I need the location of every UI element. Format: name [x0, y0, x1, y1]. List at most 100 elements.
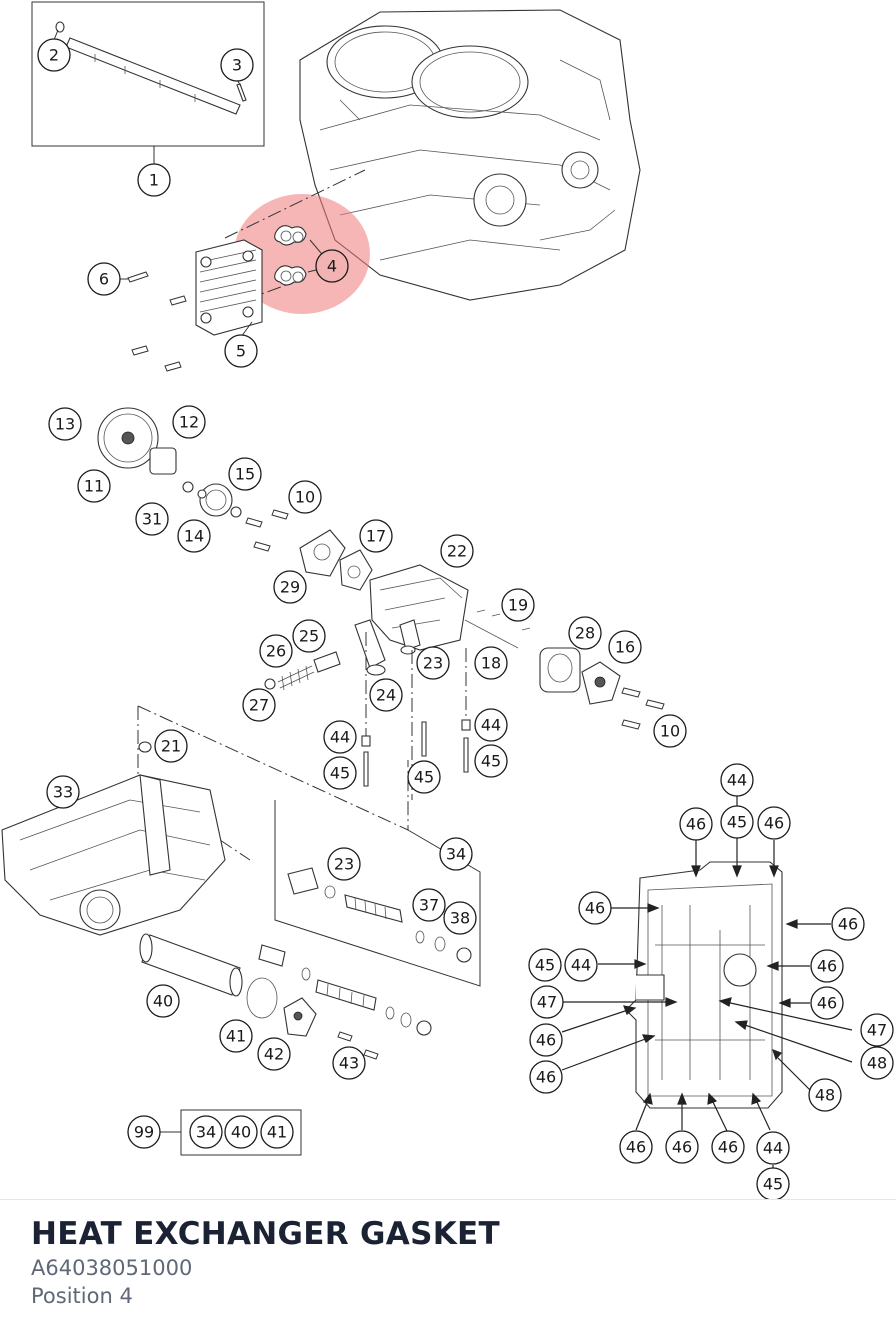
- callout-label: 40: [231, 1123, 251, 1142]
- callout-14[interactable]: 14: [177, 519, 211, 553]
- callout-47[interactable]: 47: [530, 985, 564, 1019]
- callout-label: 43: [339, 1054, 359, 1073]
- callout-label: 99: [134, 1123, 154, 1142]
- callout-45[interactable]: 45: [756, 1167, 790, 1200]
- footer-divider: [0, 1199, 896, 1200]
- callout-46[interactable]: 46: [757, 806, 791, 840]
- callout-22[interactable]: 22: [440, 534, 474, 568]
- callout-46[interactable]: 46: [810, 949, 844, 983]
- callout-44[interactable]: 44: [323, 720, 357, 754]
- callout-21[interactable]: 21: [154, 729, 188, 763]
- callout-25[interactable]: 25: [292, 619, 326, 653]
- callout-46[interactable]: 46: [711, 1130, 745, 1164]
- callout-label: 46: [817, 957, 837, 976]
- callout-46[interactable]: 46: [831, 907, 865, 941]
- callout-34[interactable]: 34: [439, 837, 473, 871]
- callout-label: 46: [817, 994, 837, 1013]
- callout-4-highlighted[interactable]: 4: [315, 249, 349, 283]
- callout-27[interactable]: 27: [242, 688, 276, 722]
- callout-label: 47: [537, 993, 557, 1012]
- callout-label: 42: [264, 1045, 284, 1064]
- callout-47[interactable]: 47: [860, 1013, 894, 1047]
- callout-3[interactable]: 3: [220, 48, 254, 82]
- callout-label: 41: [267, 1123, 287, 1142]
- callout-45[interactable]: 45: [323, 756, 357, 790]
- callout-18[interactable]: 18: [474, 646, 508, 680]
- callout-44[interactable]: 44: [720, 763, 754, 797]
- callout-99[interactable]: 99: [127, 1115, 161, 1149]
- callout-2[interactable]: 2: [37, 38, 71, 72]
- callout-label: 10: [295, 488, 315, 507]
- callout-label: 3: [232, 56, 242, 75]
- callout-44[interactable]: 44: [756, 1131, 790, 1165]
- callout-45[interactable]: 45: [528, 948, 562, 982]
- callout-label: 26: [266, 642, 286, 661]
- callout-label: 38: [450, 909, 470, 928]
- callout-42[interactable]: 42: [257, 1037, 291, 1071]
- callout-99-part-41[interactable]: 41: [260, 1115, 294, 1149]
- callout-label: 13: [55, 415, 75, 434]
- callout-23[interactable]: 23: [416, 646, 450, 680]
- callout-10[interactable]: 10: [288, 480, 322, 514]
- callout-6[interactable]: 6: [87, 262, 121, 296]
- callout-29[interactable]: 29: [273, 570, 307, 604]
- callout-45[interactable]: 45: [720, 805, 754, 839]
- callout-43[interactable]: 43: [332, 1046, 366, 1080]
- callout-label: 45: [535, 956, 555, 975]
- callout-10[interactable]: 10: [653, 714, 687, 748]
- callout-45[interactable]: 45: [474, 744, 508, 778]
- callout-99-part-34[interactable]: 34: [189, 1115, 223, 1149]
- callout-label: 46: [536, 1031, 556, 1050]
- callout-33[interactable]: 33: [46, 775, 80, 809]
- callout-46[interactable]: 46: [619, 1130, 653, 1164]
- callout-44[interactable]: 44: [564, 948, 598, 982]
- highlight-marker: [234, 194, 370, 314]
- callout-23[interactable]: 23: [327, 847, 361, 881]
- callout-label: 46: [585, 899, 605, 918]
- callout-44[interactable]: 44: [474, 708, 508, 742]
- callout-48[interactable]: 48: [860, 1046, 894, 1080]
- callout-17[interactable]: 17: [359, 519, 393, 553]
- callout-24[interactable]: 24: [369, 678, 403, 712]
- callout-label: 40: [153, 992, 173, 1011]
- callout-13[interactable]: 13: [48, 407, 82, 441]
- callout-label: 21: [161, 737, 181, 756]
- part-name: HEAT EXCHANGER GASKET: [31, 1216, 500, 1252]
- callout-label: 34: [446, 845, 466, 864]
- callout-46[interactable]: 46: [578, 891, 612, 925]
- callout-31[interactable]: 31: [135, 502, 169, 536]
- callout-label: 4: [327, 257, 337, 276]
- callout-label: 22: [447, 542, 467, 561]
- callout-label: 45: [481, 752, 501, 771]
- callout-37[interactable]: 37: [412, 888, 446, 922]
- callout-40[interactable]: 40: [146, 984, 180, 1018]
- callout-label: 23: [423, 654, 443, 673]
- callout-26[interactable]: 26: [259, 634, 293, 668]
- callout-5[interactable]: 5: [224, 334, 258, 368]
- callout-16[interactable]: 16: [608, 630, 642, 664]
- callout-46[interactable]: 46: [529, 1060, 563, 1094]
- callout-46[interactable]: 46: [529, 1023, 563, 1057]
- oil-tube-box: [31, 1, 265, 166]
- callout-28[interactable]: 28: [568, 616, 602, 650]
- callout-label: 15: [235, 465, 255, 484]
- callout-46[interactable]: 46: [665, 1130, 699, 1164]
- callout-12[interactable]: 12: [172, 405, 206, 439]
- engine-block-drawing: [299, 9, 641, 301]
- callout-label: 46: [718, 1138, 738, 1157]
- callout-label: 28: [575, 624, 595, 643]
- callout-45[interactable]: 45: [407, 760, 441, 794]
- callout-46[interactable]: 46: [810, 986, 844, 1020]
- callout-99-part-40[interactable]: 40: [224, 1115, 258, 1149]
- callout-15[interactable]: 15: [228, 457, 262, 491]
- callout-label: 45: [763, 1175, 783, 1194]
- callout-11[interactable]: 11: [77, 469, 111, 503]
- callout-46[interactable]: 46: [679, 807, 713, 841]
- callout-19[interactable]: 19: [501, 588, 535, 622]
- callout-label: 11: [84, 477, 104, 496]
- diagram-canvas: 1 2 3 4 5 6 13 12 11 15 10 31 14 17 22 2…: [1, 1, 894, 1200]
- callout-48[interactable]: 48: [808, 1078, 842, 1112]
- callout-41[interactable]: 41: [219, 1019, 253, 1053]
- callout-38[interactable]: 38: [443, 901, 477, 935]
- callout-1[interactable]: 1: [137, 163, 171, 197]
